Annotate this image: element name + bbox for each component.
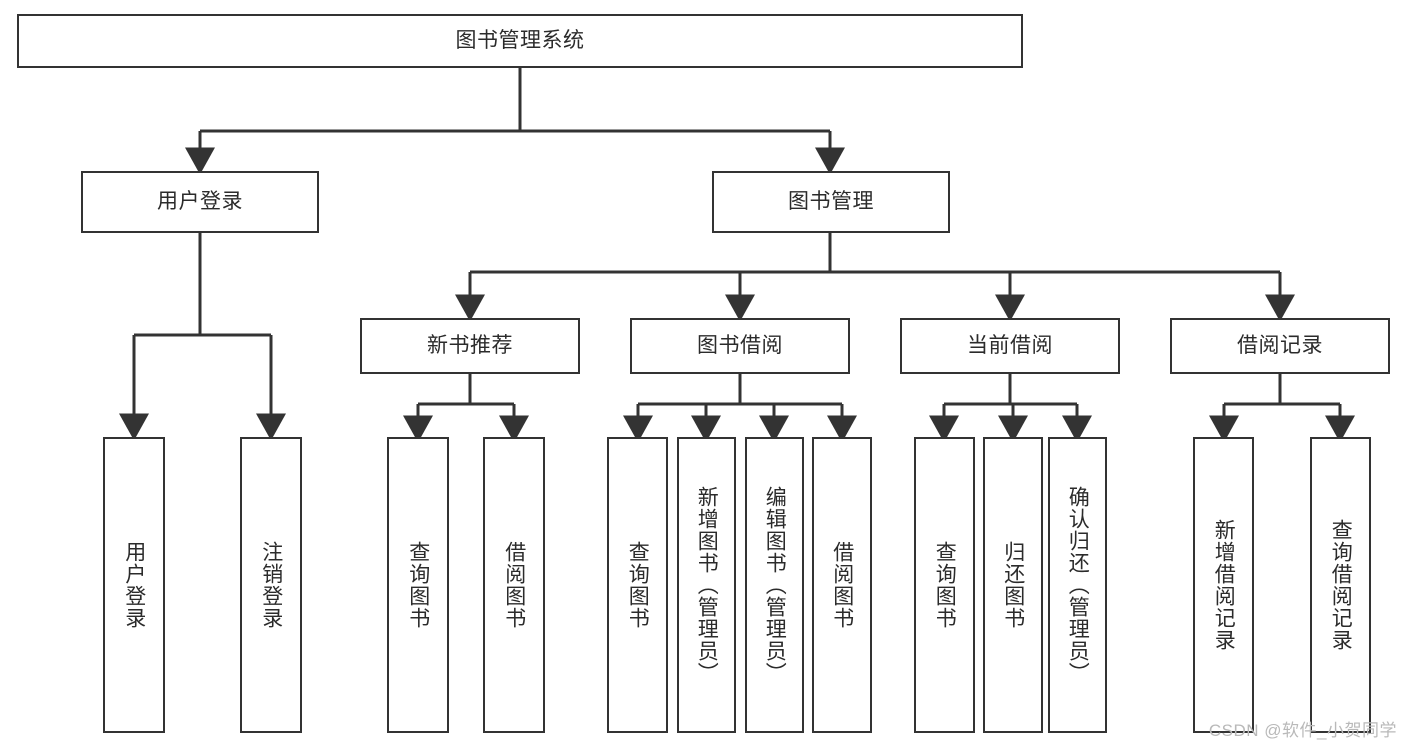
leaf-borrow-query-book[interactable]: 查询图书 bbox=[607, 437, 668, 733]
node-user-login[interactable]: 用户登录 bbox=[81, 171, 319, 233]
node-book-management[interactable]: 图书管理 bbox=[712, 171, 950, 233]
node-current-borrow[interactable]: 当前借阅 bbox=[900, 318, 1120, 374]
node-root-label: 图书管理系统 bbox=[455, 29, 585, 53]
leaf-borrow-add-book-admin-label: 新增图书（管理员） bbox=[695, 486, 719, 684]
leaf-borrow-lend-book-label: 借阅图书 bbox=[830, 541, 854, 629]
leaf-user-login[interactable]: 用户登录 bbox=[103, 437, 165, 733]
leaf-current-query-book-label: 查询图书 bbox=[933, 541, 957, 629]
leaf-borrow-query-book-label: 查询图书 bbox=[626, 541, 650, 629]
node-book-borrow-label: 图书借阅 bbox=[697, 334, 783, 358]
leaf-record-query-record-label: 查询借阅记录 bbox=[1329, 519, 1353, 651]
leaf-newbook-query-book[interactable]: 查询图书 bbox=[387, 437, 449, 733]
leaf-record-add-record-label: 新增借阅记录 bbox=[1212, 519, 1236, 651]
leaf-current-return-book-label: 归还图书 bbox=[1001, 541, 1025, 629]
node-book-borrow[interactable]: 图书借阅 bbox=[630, 318, 850, 374]
leaf-logout[interactable]: 注销登录 bbox=[240, 437, 302, 733]
leaf-current-query-book[interactable]: 查询图书 bbox=[914, 437, 975, 733]
leaf-record-add-record[interactable]: 新增借阅记录 bbox=[1193, 437, 1254, 733]
node-new-book-recommend[interactable]: 新书推荐 bbox=[360, 318, 580, 374]
leaf-borrow-edit-book-admin-label: 编辑图书（管理员） bbox=[763, 486, 787, 684]
node-user-login-label: 用户登录 bbox=[157, 190, 243, 214]
leaf-logout-label: 注销登录 bbox=[259, 541, 283, 629]
leaf-borrow-add-book-admin[interactable]: 新增图书（管理员） bbox=[677, 437, 736, 733]
node-current-borrow-label: 当前借阅 bbox=[967, 334, 1053, 358]
leaf-current-confirm-return-admin[interactable]: 确认归还（管理员） bbox=[1048, 437, 1107, 733]
leaf-newbook-borrow-book-label: 借阅图书 bbox=[502, 541, 526, 629]
leaf-borrow-edit-book-admin[interactable]: 编辑图书（管理员） bbox=[745, 437, 804, 733]
leaf-newbook-query-book-label: 查询图书 bbox=[406, 541, 430, 629]
node-new-book-recommend-label: 新书推荐 bbox=[427, 334, 513, 358]
leaf-borrow-lend-book[interactable]: 借阅图书 bbox=[812, 437, 872, 733]
leaf-current-confirm-return-admin-label: 确认归还（管理员） bbox=[1066, 486, 1090, 684]
leaf-newbook-borrow-book[interactable]: 借阅图书 bbox=[483, 437, 545, 733]
node-borrow-record-label: 借阅记录 bbox=[1237, 334, 1323, 358]
node-book-management-label: 图书管理 bbox=[788, 190, 874, 214]
leaf-current-return-book[interactable]: 归还图书 bbox=[983, 437, 1043, 733]
node-root[interactable]: 图书管理系统 bbox=[17, 14, 1023, 68]
leaf-user-login-label: 用户登录 bbox=[122, 541, 146, 629]
leaf-record-query-record[interactable]: 查询借阅记录 bbox=[1310, 437, 1371, 733]
node-borrow-record[interactable]: 借阅记录 bbox=[1170, 318, 1390, 374]
csdn-watermark: CSDN @软件_小贺同学 bbox=[1208, 721, 1397, 740]
